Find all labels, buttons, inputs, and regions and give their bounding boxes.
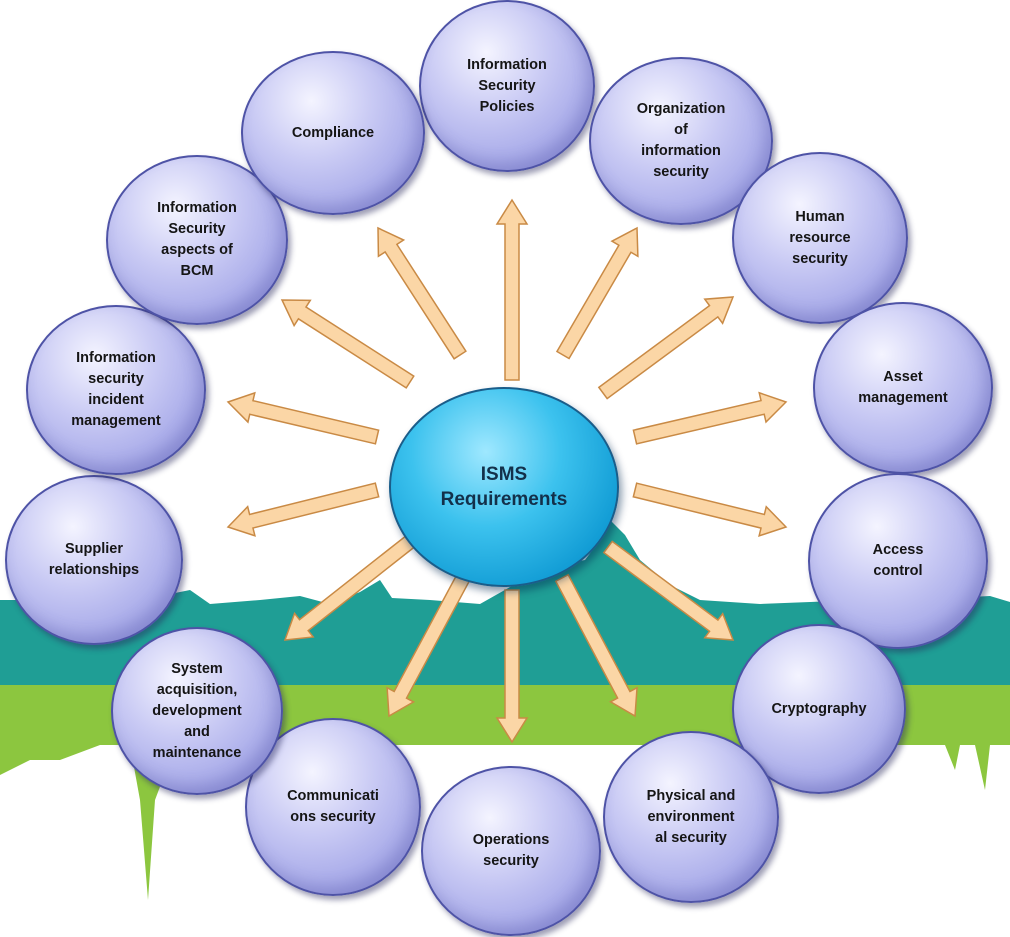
node-label: System acquisition, development and main… (152, 660, 242, 761)
center-label: ISMS Requirements (440, 464, 568, 510)
node-label: Human resource security (789, 208, 851, 267)
arrow-to-human-resource-security (597, 296, 735, 400)
arrow-to-asset-management (632, 391, 788, 445)
node-operations-security: Operations security (421, 766, 601, 936)
node-organization-of-information-security: Organization of information security (589, 57, 773, 225)
arrow-to-compliance (377, 226, 467, 360)
center-node: ISMS Requirements (389, 387, 619, 587)
node-label: Supplier relationships (48, 541, 140, 578)
arrow-to-operations-security (495, 589, 529, 744)
arrow-to-physical-and-environmental-security (554, 573, 638, 718)
node-incident-management: Information security incident management (26, 305, 206, 475)
node-information-security-policies: Information Security Policies (419, 0, 595, 172)
node-label: Organization of information security (636, 101, 726, 180)
node-human-resource-security: Human resource security (732, 152, 908, 324)
arrow-layer (226, 198, 788, 744)
node-label: Compliance (291, 124, 375, 141)
node-bcm: Information Security aspects of BCM (106, 155, 288, 325)
arrow-to-incident-management (226, 391, 380, 445)
arrow-to-access-control (632, 482, 788, 537)
node-asset-management: Asset management (813, 302, 993, 474)
arrow-to-communications-security (386, 573, 471, 718)
node-label: Information security incident management (71, 350, 161, 429)
arrow-to-supplier-relationships (226, 482, 380, 537)
node-access-control: Access control (808, 473, 988, 649)
node-label: Communicati ons security (287, 788, 379, 825)
node-label: Information Security aspects of BCM (157, 200, 237, 279)
node-label: Information Security Policies (467, 56, 547, 115)
node-label: Operations security (472, 832, 550, 869)
node-label: Asset management (858, 369, 948, 406)
arrow-to-information-security-policies (495, 198, 529, 381)
arrow-to-organization-of-information-security (555, 226, 639, 360)
node-label: Physical and environment al security (646, 787, 736, 846)
node-physical-and-environmental-security: Physical and environment al security (603, 731, 779, 903)
node-compliance: Compliance (241, 51, 425, 215)
arrow-to-bcm (280, 299, 415, 389)
arrow-to-cryptography (602, 540, 735, 641)
arrow-to-system-acquisition (283, 533, 418, 641)
node-communications-security: Communicati ons security (245, 718, 421, 896)
node-system-acquisition: System acquisition, development and main… (111, 627, 283, 795)
node-supplier-relationships: Supplier relationships (5, 475, 183, 645)
node-label: Cryptography (771, 700, 867, 717)
node-label: Access control (872, 542, 924, 579)
